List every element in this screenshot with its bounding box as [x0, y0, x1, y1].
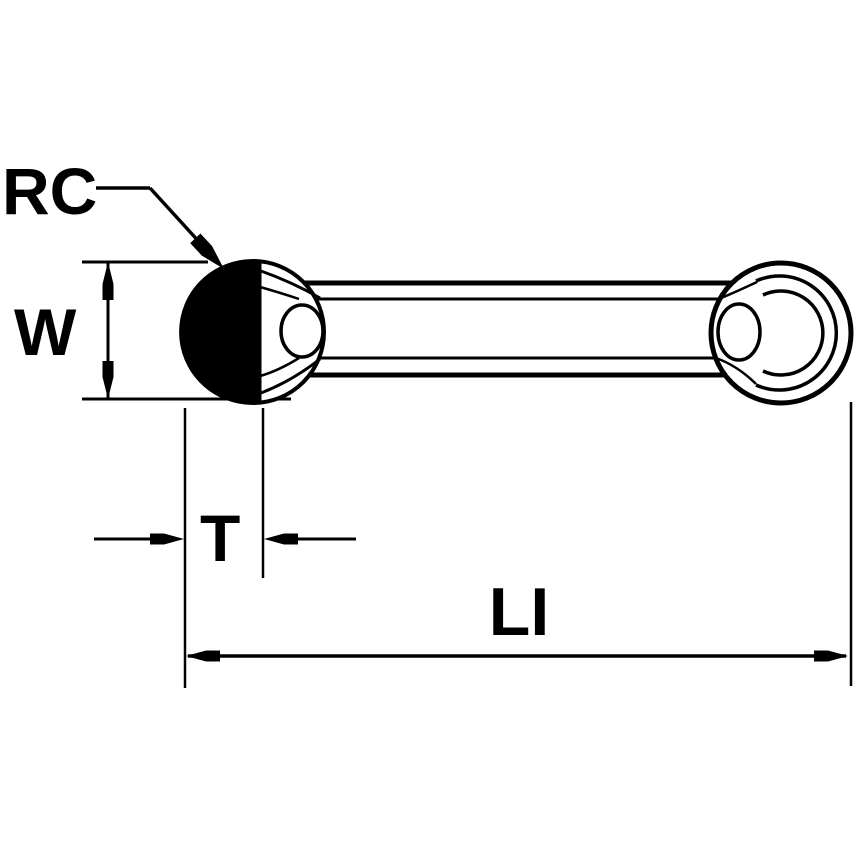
rc-label: RC: [2, 154, 97, 228]
right-cap-inner-arc: [762, 289, 825, 377]
left-blend-curve-top-inner: [259, 285, 300, 301]
cutting-tip-fill: [179, 259, 262, 405]
rc-arrowhead-icon: [190, 233, 224, 269]
right-ball-profile: [716, 302, 762, 362]
li-arrowhead-right-icon: [814, 650, 848, 662]
t-arrowhead-right-icon: [150, 533, 184, 545]
w-label: W: [14, 295, 77, 369]
t-arrowhead-left-icon: [264, 533, 298, 545]
right-cap-middle-arc: [755, 274, 839, 392]
insert-side-view: [179, 259, 854, 406]
leader-rc: RC: [2, 154, 224, 269]
left-blend-curve-bottom-outer: [260, 357, 321, 395]
t-label: T: [200, 501, 240, 575]
w-arrowhead-up-icon: [102, 262, 114, 300]
li-label: LI: [489, 574, 549, 650]
w-arrowhead-down-icon: [102, 361, 114, 399]
right-end-cap-outline: [708, 260, 854, 406]
dimension-li: LI: [186, 402, 853, 686]
dimension-t: T: [94, 408, 356, 688]
dimension-w: W: [14, 260, 291, 401]
left-ball-profile: [279, 303, 325, 359]
li-arrowhead-left-icon: [186, 650, 220, 662]
right-blend-curve-bottom: [715, 356, 757, 385]
left-blend-curve-top-outer: [260, 269, 321, 300]
rc-leader-diagonal: [148, 186, 204, 247]
right-blend-curve-top: [718, 280, 758, 301]
left-blend-curve-bottom-inner: [259, 356, 300, 378]
